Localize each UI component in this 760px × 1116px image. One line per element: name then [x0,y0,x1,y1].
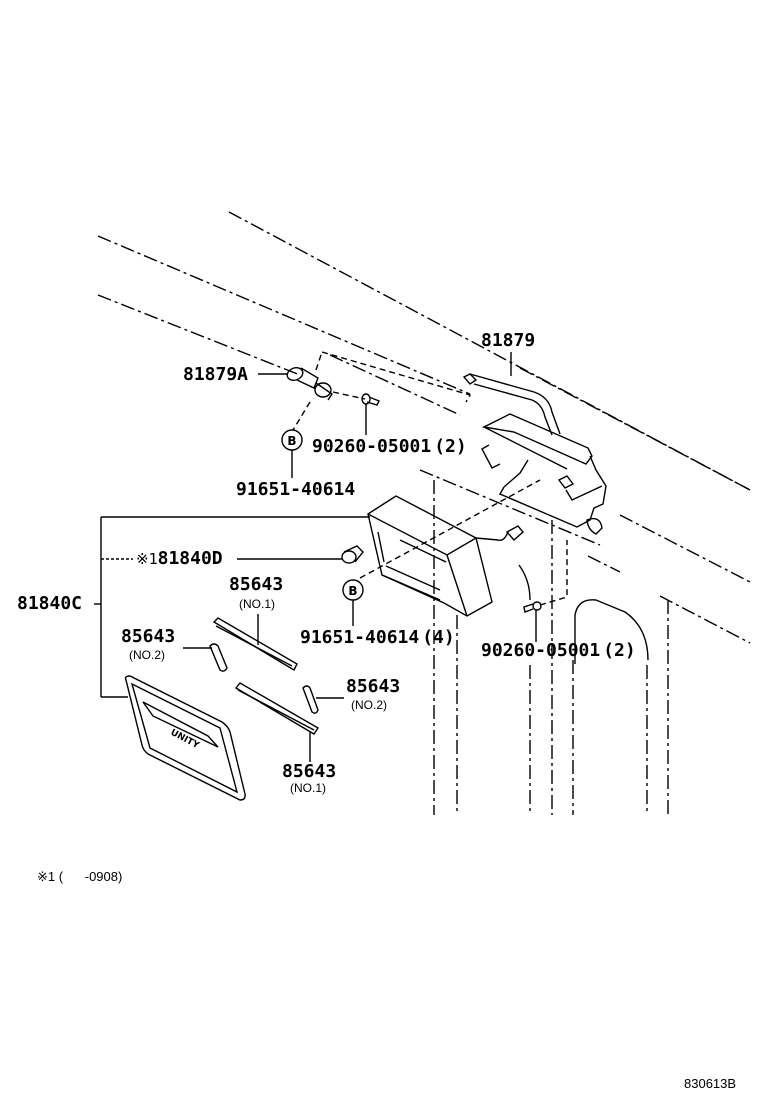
gasket-no2-left [210,644,227,671]
phantom-lines [98,212,750,815]
callout-85643-no2-left: 85643 [121,626,175,647]
phantom-line [229,212,750,490]
part-number: 91651-40614 [236,479,356,500]
part-number: 85643 [346,676,401,697]
gaskets-85643 [210,618,318,734]
part-number: 81840C [17,593,83,614]
leader-dashed [293,402,310,430]
gasket-no2-right [303,686,318,713]
callout-85643-no1-upper: 85643 [229,574,283,595]
callout-81840d: ※181840D [136,548,223,569]
callout-81879: 81879 [481,330,535,351]
callout-85643-no1-lower-note: (NO.1) [290,781,326,795]
phantom-line [660,596,750,643]
gasket-no1-upper [214,618,297,670]
body-outline [575,600,648,664]
clip-81879a [285,366,332,400]
phantom-line [620,515,750,582]
phantom-line [520,368,750,490]
callout-91651-40614-lower: 91651-40614(4) [300,627,455,648]
body-outline [519,565,530,600]
solid-leaders [94,352,536,762]
leader-dashed [322,352,470,402]
callout-91651-40614-upper: 91651-40614 [236,479,355,500]
license-plate-frame [126,676,246,800]
callout-85643-no2-right-note: (NO.2) [351,698,387,712]
leader-dashed [316,352,322,370]
leader-dashed [333,392,365,399]
phantom-line [98,236,470,394]
bulb-81840d [342,546,363,563]
lamp-housing [368,496,523,616]
part-81879 [464,374,560,435]
phantom-line [98,295,300,375]
dashed-leaders [293,352,567,605]
screw-90260-lower [524,602,541,612]
callout-85643-no1-upper-note: (NO.1) [239,597,275,611]
part-number: 81840D [157,548,223,569]
callout-85643-no2-left-note: (NO.2) [129,648,165,662]
part-number: 85643 [229,574,284,595]
gasket-no1-lower [236,683,318,734]
part-number: 85643 [121,626,176,647]
ref-mark-b-upper-text: B [287,434,296,448]
part-number: 90260-05001 [481,640,601,661]
part-quantity: (2) [603,640,636,661]
callout-90260-05001-lower: 90260-05001(2) [481,640,636,661]
ref-mark-b-upper [282,430,302,450]
callout-85643-no2-right: 85643 [346,676,400,697]
diagram-code: 830613B [684,1076,737,1091]
part-quantity: (4) [422,627,455,648]
footnote: ※1 ( -0908) [37,869,123,884]
callout-81840c: 81840C [17,593,82,614]
leader-dashed [540,540,567,605]
footnote-marker: ※1 [136,550,158,568]
phantom-line [420,470,600,545]
ref-mark-b-lower-text: B [348,584,357,598]
phantom-line [588,556,620,572]
ref-mark-b-lower [343,580,363,600]
phantom-line [330,355,460,415]
part-number: 85643 [282,761,337,782]
part-number: 81879A [183,364,249,385]
part-number: 90260-05001 [312,436,432,457]
part-number: 91651-40614 [300,627,420,648]
leader-dashed [360,480,540,578]
part-quantity: (2) [434,436,467,457]
callout-90260-05001-upper: 90260-05001(2) [312,436,467,457]
callout-85643-no1-lower: 85643 [282,761,336,782]
part-number: 81879 [481,330,536,351]
bracket [482,414,606,534]
callout-81879a: 81879A [183,364,248,385]
